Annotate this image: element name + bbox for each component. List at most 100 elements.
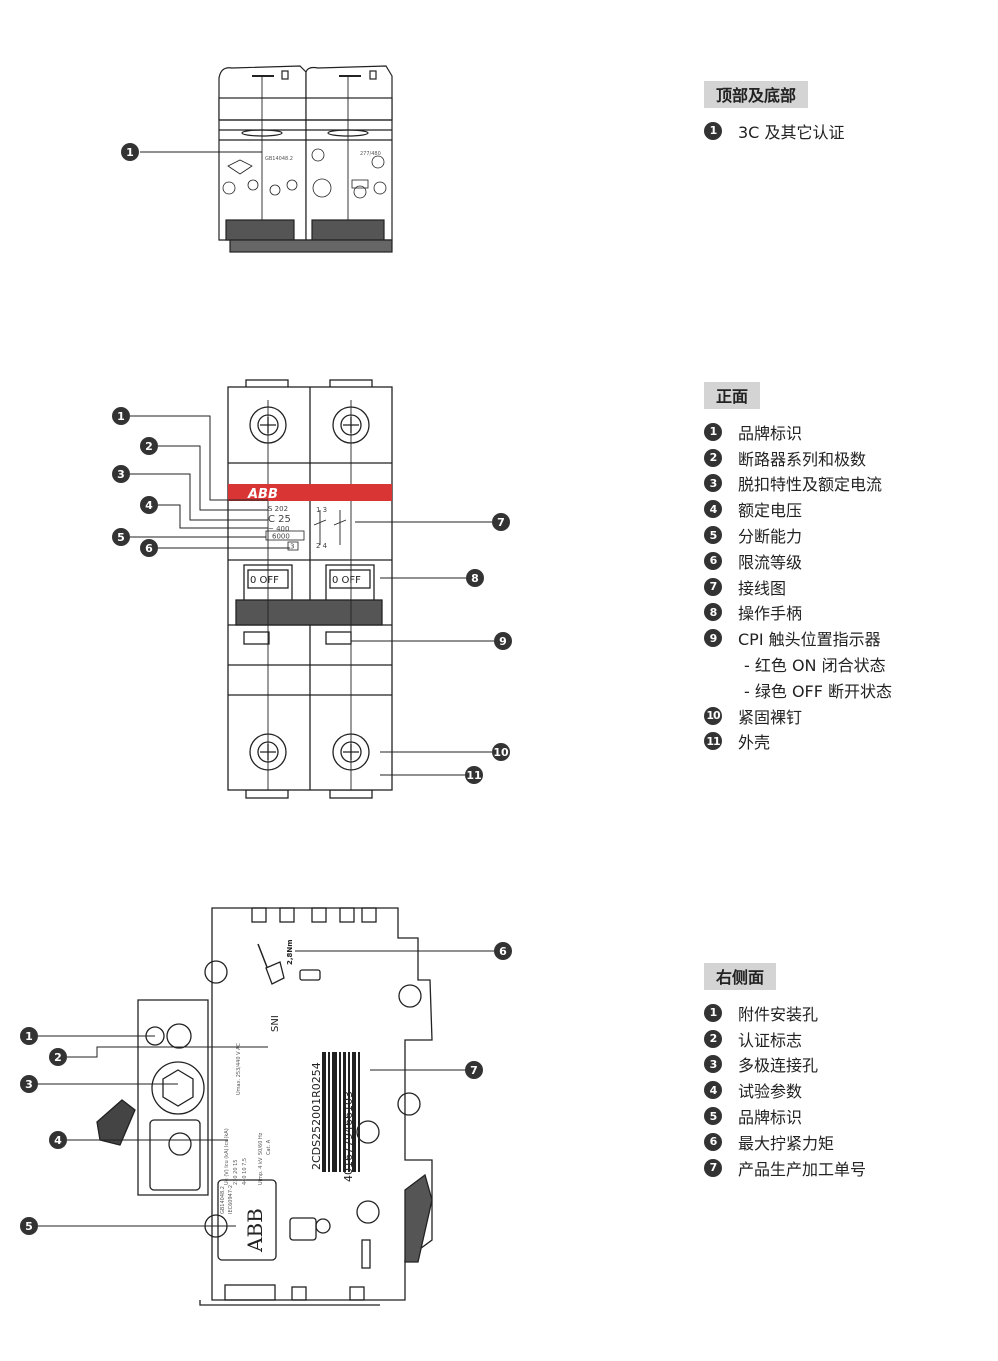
- legend-num: 1: [704, 422, 722, 441]
- legend-top-bottom: 顶部及底部 1 3C 及其它认证: [704, 81, 984, 144]
- legend-item: 5 品牌标识: [704, 1103, 984, 1129]
- callout-num-f3-6: 6: [499, 945, 507, 958]
- legend-text: 外壳: [738, 733, 771, 753]
- callout-marker-f2-4: [140, 496, 158, 514]
- legend-num: 8: [704, 603, 722, 622]
- legend-text: 脱扣特性及额定电流: [738, 475, 883, 495]
- callout-num-f2-4: 4: [145, 499, 153, 512]
- legend-item: 2 断路器系列和极数: [704, 445, 984, 471]
- callout-num-f3-4: 4: [54, 1134, 62, 1147]
- std2-text: IEC60947-2: [228, 1185, 234, 1214]
- legend-subtext: - 绿色 OFF 断开状态: [744, 681, 893, 701]
- front-series: S 202: [268, 505, 288, 513]
- legend-text: 附件安装孔: [738, 1004, 819, 1024]
- legend-text: 限流等级: [738, 552, 803, 572]
- callout-marker-f2-9: [494, 632, 512, 650]
- legend-num: 2: [704, 448, 722, 467]
- callout-num-f2-10: 10: [493, 746, 509, 759]
- legend-text: 接线图: [738, 578, 787, 598]
- legend-num: 5: [704, 526, 722, 545]
- legend-item: 1 3C 及其它认证: [704, 118, 984, 144]
- front-callout-markers: 1 2 3 4 5 6 7 8 9 10 11: [112, 407, 512, 784]
- callout-marker-f2-1: [112, 407, 130, 425]
- handle-left-text: 0 OFF: [250, 575, 279, 586]
- side-brand: ABB: [243, 1208, 267, 1253]
- callout-marker-f2-8: [466, 569, 484, 587]
- callout-marker-f2-5: [112, 528, 130, 546]
- callout-marker-f2-10: [492, 743, 510, 761]
- legend-num: 4: [704, 1081, 722, 1100]
- callout-num-f2-11: 11: [466, 769, 481, 782]
- handle-right-text: 0 OFF: [332, 575, 361, 586]
- callout-num-f2-8: 8: [471, 572, 479, 585]
- legend-num: 2: [704, 1029, 722, 1048]
- legend-text: 最大拧紧力矩: [738, 1133, 835, 1153]
- callout-num-f3-7: 7: [470, 1064, 478, 1077]
- front-view-drawing: [227, 379, 393, 799]
- callout-marker-f3-2: [49, 1048, 67, 1066]
- cat-text: Cat. A: [266, 1139, 272, 1155]
- legend-item: 5 分断能力: [704, 522, 984, 548]
- callout-marker-f2-3: [112, 465, 130, 483]
- legend-subtext: - 红色 ON 闭合状态: [744, 656, 886, 676]
- front-voltage: ~ 400: [268, 525, 289, 533]
- sni-mark: SNI: [270, 1015, 281, 1032]
- callout-num-f3-3: 3: [25, 1078, 33, 1091]
- callout-marker-f3-5: [20, 1217, 38, 1235]
- legend-num: 4: [704, 500, 722, 519]
- legend-num: 1: [704, 121, 722, 140]
- callout-num-f2-6: 6: [145, 542, 153, 555]
- legend-text: 品牌标识: [738, 1108, 803, 1128]
- legend-text: 紧固裸钉: [738, 707, 803, 727]
- barcode: [322, 1052, 360, 1172]
- callout-num-f3-2: 2: [54, 1051, 62, 1064]
- legend-num: 9: [704, 629, 722, 648]
- uimp-text: Uimp. 4 kV: [258, 1157, 264, 1185]
- legend-text: 认证标志: [738, 1030, 803, 1050]
- legend-text: 多极连接孔: [738, 1056, 819, 1076]
- front-brand: ABB: [247, 487, 278, 502]
- callout-marker-f2-2: [140, 437, 158, 455]
- legend-text: 3C 及其它认证: [738, 122, 845, 142]
- callout-num-f2-9: 9: [499, 635, 507, 648]
- callout-marker-f3-6: [494, 942, 512, 960]
- legend-text: 试验参数: [738, 1082, 803, 1102]
- umax-text: Umax. 253/440 V AC: [236, 1043, 242, 1095]
- barcode-bottom-text: 4016779466103: [342, 1091, 355, 1182]
- legend-text: 分断能力: [738, 527, 803, 547]
- callout-num-f2-3: 3: [117, 468, 125, 481]
- legend-num: 5: [704, 1107, 722, 1126]
- legend-title: 顶部及底部: [704, 81, 809, 108]
- front-diagram-top: 1 3: [316, 506, 327, 514]
- legend-num: 3: [704, 474, 722, 493]
- callout-marker-f1-1: [121, 143, 139, 161]
- legend-num: 6: [704, 1132, 722, 1151]
- barcode-top-text: 2CDS252001R0254: [310, 1062, 323, 1170]
- legend-item: 11 外壳: [704, 729, 984, 755]
- cert-text-1: GB14048.2: [265, 156, 293, 162]
- legend-num: 11: [704, 732, 722, 751]
- front-class: 3: [290, 543, 294, 551]
- legend-num: 7: [704, 1158, 722, 1177]
- std1-text: GB14048.2: [220, 1186, 226, 1214]
- legend-num: 7: [704, 577, 722, 596]
- side-callout-markers: 1 2 3 4 5 6 7: [20, 942, 512, 1235]
- legend-item: 6 最大拧紧力矩: [704, 1129, 984, 1155]
- legend-text: 断路器系列和极数: [738, 449, 867, 469]
- legend-item: 7 接线图: [704, 574, 984, 600]
- legend-title: 正面: [704, 382, 761, 409]
- side-callout-lines: [38, 950, 494, 1227]
- cert-text-2: 277/480: [360, 151, 381, 157]
- callout-num-f1-1: 1: [126, 146, 134, 159]
- front-capacity: 6000: [272, 533, 290, 541]
- callout-marker-f2-7: [492, 513, 510, 531]
